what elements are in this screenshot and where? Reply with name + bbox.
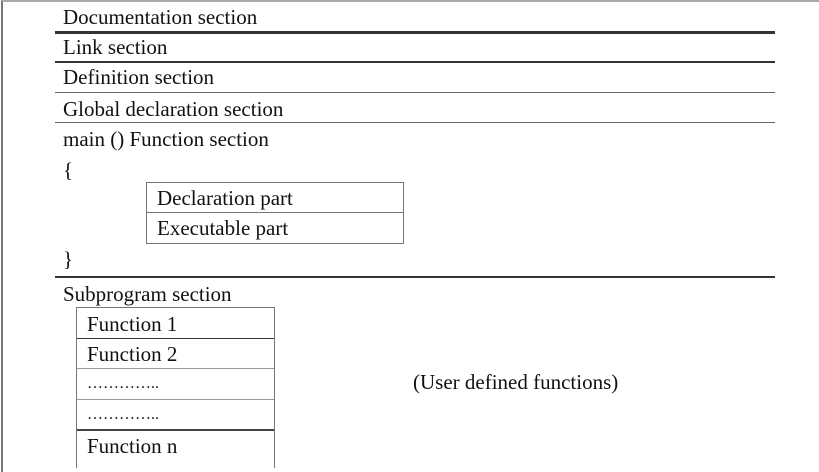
function-row: Function 1 bbox=[77, 308, 274, 339]
definition-section: Definition section bbox=[63, 65, 215, 89]
divider bbox=[55, 122, 775, 123]
main-parts-box: Declaration part Executable part bbox=[146, 182, 404, 244]
function-row: ………….. bbox=[77, 400, 274, 431]
functions-box: Function 1 Function 2 ………….. ………….. Func… bbox=[76, 307, 275, 468]
main-function-section: main () Function section bbox=[63, 127, 269, 151]
declaration-part: Declaration part bbox=[147, 183, 403, 213]
divider bbox=[55, 31, 775, 34]
divider bbox=[55, 276, 775, 278]
user-defined-note: (User defined functions) bbox=[413, 370, 619, 394]
function-row: Function n bbox=[87, 434, 178, 458]
divider bbox=[55, 92, 775, 93]
close-brace: } bbox=[63, 247, 74, 271]
function-row: Function 2 bbox=[77, 339, 274, 369]
documentation-section: Documentation section bbox=[63, 5, 258, 29]
global-declaration-section: Global declaration section bbox=[63, 97, 284, 121]
executable-part: Executable part bbox=[157, 216, 289, 240]
open-brace: { bbox=[63, 158, 74, 182]
function-row: ………….. bbox=[77, 369, 274, 400]
divider bbox=[55, 61, 775, 63]
subprogram-section: Subprogram section bbox=[63, 282, 232, 306]
link-section: Link section bbox=[63, 35, 168, 59]
